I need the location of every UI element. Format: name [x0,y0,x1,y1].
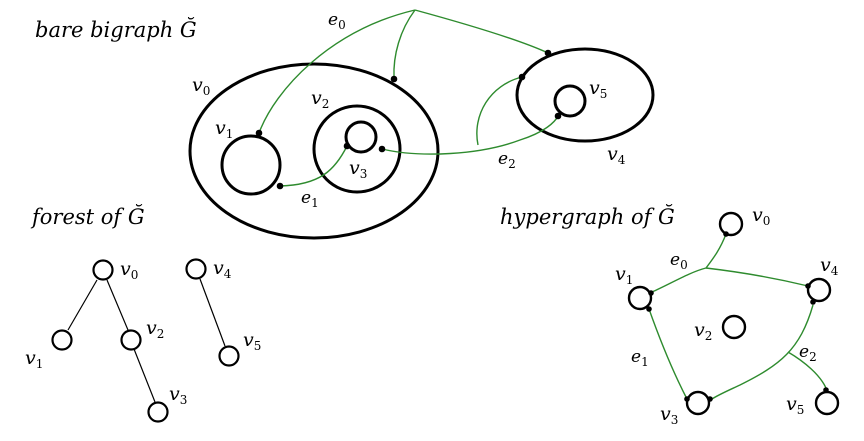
hypergraph-link-e1 [648,308,688,400]
hypergraph-node-v4 [806,277,832,303]
forest-edge-v0-v2 [106,279,129,331]
bigraph-link-e0-to-v0 [393,9,416,79]
hypergraph-node-v2 [721,314,747,340]
hypergraph-port-v3-e2 [707,396,713,402]
bigraph-label-v2: v2 [311,87,329,111]
hypergraph-label-e2: e2 [799,342,817,364]
forest-edge-v0-v1 [67,279,98,331]
hypergraph-port-v1-e0 [648,290,654,296]
bigraph-port-v1-e0 [255,129,263,137]
hypergraph-label-v4: v4 [820,254,839,278]
hypergraph-link-e0-v4 [705,267,809,287]
forest-label-v0: v0 [120,258,138,282]
bigraph-label-v3: v3 [349,157,367,181]
bigraph-label-e2: e2 [498,149,516,171]
hypergraph-port-v4-e0 [805,283,811,289]
hypergraph-node-v3 [685,390,711,416]
hypergraph-label-v5: v5 [786,393,804,417]
bigraph-node-v4 [515,47,655,143]
bigraph-port-v0-e0 [390,75,398,83]
bigraph-port-v3-e1 [343,142,351,150]
hypergraph-label-v2: v2 [694,319,712,343]
forest-edge-v2-v3 [133,348,156,403]
bigraph-node-v3 [344,120,378,154]
bigraph-node-v5 [553,84,587,118]
hypergraph-label-e0: e0 [670,250,688,272]
bigraph-node-v1 [220,134,282,196]
forest-label-v3: v3 [169,383,187,407]
forest-node-v2 [120,329,142,351]
bigraph-port-v4-e0 [544,49,552,57]
bigraph-port-v5-e2 [554,112,562,120]
hypergraph-node-v5 [814,390,840,416]
hypergraph-port-v3-e1 [684,396,690,402]
bigraph-label-v4: v4 [607,143,626,167]
forest-label-v5: v5 [243,329,261,353]
forest-node-v4 [185,258,207,280]
bigraph-label-v5: v5 [589,77,607,101]
hypergraph-label-v1: v1 [615,263,633,287]
forest-label-v2: v2 [146,317,164,341]
hypergraph-port-v1-e1 [646,306,652,312]
forest-node-v5 [218,345,240,367]
bigraph-label-v0: v0 [192,74,210,98]
forest-node-v1 [51,329,73,351]
forest-label-v1: v1 [25,347,43,371]
bigraph-node-v2 [312,104,402,194]
forest: v0 v1 v2 v3 v4 v5 [25,257,261,423]
forest-label-v4: v4 [213,257,232,281]
bigraph-label-e1: e1 [301,188,319,210]
bigraph-link-e2-to-v5 [381,115,559,155]
hypergraph-link-e2-v5 [787,351,827,389]
bigraph-link-e0-to-v1 [258,9,416,134]
hypergraph-link-e2-v4-v3 [711,304,814,400]
hypergraph-port-v5 [823,387,829,393]
bigraph-port-v1-e1 [276,182,284,190]
hypergraph-label-v0: v0 [752,204,770,228]
hypergraph-node-v0 [718,211,744,237]
forest-node-v3 [147,401,169,423]
forest-edge-v4-v5 [199,278,226,347]
forest-node-v0 [92,259,114,281]
hypergraph-label-v3: v3 [660,403,678,427]
hypergraph-port-v0 [723,231,729,237]
hypergraph-label-e1: e1 [631,347,649,369]
bare-bigraph: v0 v1 v2 v3 v4 v5 e0 e1 e2 [188,9,655,240]
bigraph-link-e1 [279,145,348,187]
bigraph-node-v0 [188,62,440,240]
bigraph-label-v1: v1 [215,117,233,141]
bigraph-link-e2-to-v4 [476,76,523,146]
hypergraph: v0 v1 v2 v3 v4 v5 e0 e1 e2 [615,204,840,427]
hypergraph-node-v1 [627,285,653,311]
hypergraph-port-v4-e2 [810,299,816,305]
bigraph-link-e0-to-v4 [414,9,549,54]
bigraph-label-e0: e0 [328,10,346,32]
forest-title: forest of Ğ [30,204,145,229]
bigraph-port-v3-e2 [378,145,386,153]
hypergraph-title: hypergraph of Ğ [500,204,675,229]
bigraph-port-v4-e2 [518,73,526,81]
hypergraph-link-e0-v0-v1 [651,233,727,293]
bare-bigraph-title: bare bigraph Ğ [35,17,197,42]
